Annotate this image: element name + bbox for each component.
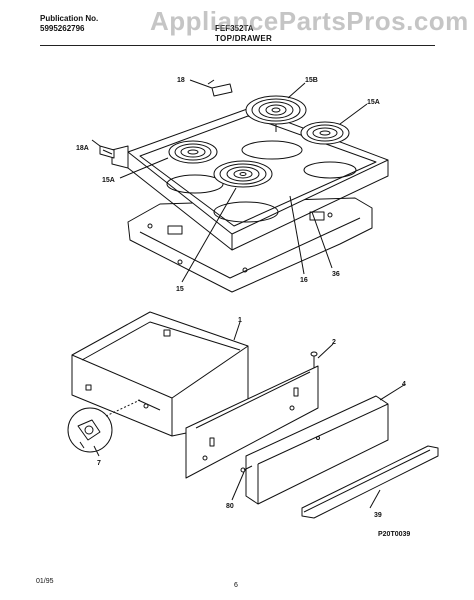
publication-label: Publication No.	[40, 14, 99, 23]
footer-date: 01/95	[36, 578, 54, 585]
screw	[310, 351, 318, 368]
receptacle-18	[207, 79, 233, 97]
callout-16: 16	[300, 277, 308, 284]
screw-80	[240, 465, 253, 473]
callout-4: 4	[402, 381, 406, 388]
section-title: TOP/DRAWER	[215, 34, 273, 43]
callout-15A-right: 15A	[367, 99, 380, 106]
surface-element-15A-right	[300, 121, 350, 145]
watermark: AppliancePartsPros.com	[150, 6, 469, 36]
callout-15B: 15B	[305, 77, 318, 84]
model-number: FEF352TA	[215, 24, 254, 33]
publication-number: 5995262796	[40, 24, 85, 33]
callout-7: 7	[97, 460, 101, 467]
receptacle-18A	[91, 139, 115, 159]
surface-element-15B	[245, 95, 307, 132]
callout-39: 39	[374, 512, 382, 519]
drawing-code: P20T0039	[378, 531, 410, 538]
drawer-front	[245, 395, 389, 505]
callout-18: 18	[177, 77, 185, 84]
callout-36: 36	[332, 271, 340, 278]
callout-2: 2	[332, 339, 336, 346]
surface-element-15A-left	[168, 140, 218, 164]
glide-detail	[67, 399, 141, 453]
drawer-body	[71, 311, 249, 437]
callout-80: 80	[226, 503, 234, 510]
callout-1: 1	[238, 317, 242, 324]
side-trim	[111, 145, 129, 169]
page-number: 6	[234, 582, 238, 589]
drawer-handle	[301, 445, 439, 519]
callout-15A-left: 15A	[102, 177, 115, 184]
callout-15: 15	[176, 286, 184, 293]
surface-element-15	[213, 160, 273, 188]
callout-18A: 18A	[76, 145, 89, 152]
header-rule	[40, 45, 435, 46]
drawer-back-panel	[185, 365, 319, 479]
